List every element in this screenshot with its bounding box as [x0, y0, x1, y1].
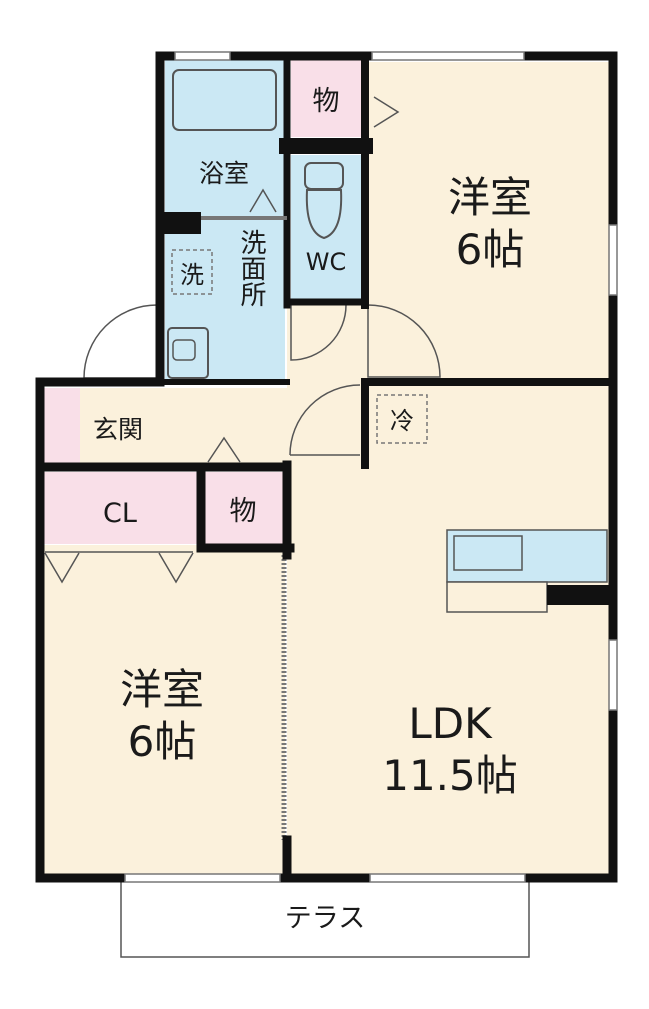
bathtub: [172, 69, 277, 131]
storage-top-door-mark: [373, 96, 400, 128]
front-door-swing: [83, 304, 158, 379]
toilet-icon: [304, 162, 344, 240]
western-top-door-swing: [367, 304, 441, 378]
western-top-size: 6帖: [456, 225, 525, 274]
western-top-name: 洋室: [448, 173, 532, 222]
storage-mid: [205, 472, 283, 544]
washroom: [165, 218, 285, 381]
storage-mid-label: 物: [230, 496, 257, 527]
western-room-top: [368, 62, 613, 382]
washroom-label: 洗面所: [236, 229, 266, 307]
storage-top-label: 物: [313, 86, 340, 117]
closet: [40, 472, 198, 544]
western-left-name: 洋室: [120, 665, 204, 714]
ldk-size: 11.5帖: [382, 751, 518, 800]
wall-block: [161, 212, 201, 234]
wc-room: [291, 155, 362, 302]
kitchen-counter: [446, 529, 608, 583]
storage-top: [291, 60, 362, 137]
walls: [35, 51, 618, 883]
ldk-door-swing: [289, 384, 361, 456]
kitchen-wall-stub: [547, 585, 613, 605]
bath-vent-mark: [249, 188, 277, 213]
shoe-cabinet: [40, 388, 80, 463]
ldk-name: LDK: [408, 699, 493, 748]
closet-door-marks: [44, 552, 194, 584]
terrace-label: テラス: [285, 903, 365, 934]
wash-basin: [167, 327, 209, 379]
entrance-floor: [80, 388, 160, 463]
fridge-space: [376, 394, 428, 444]
terrace-outline: [120, 880, 530, 958]
fridge-label: 冷: [390, 407, 414, 435]
windows: [124, 51, 618, 883]
wc-door-swing: [290, 304, 347, 361]
washer-label: 洗: [180, 261, 204, 289]
closet-label: CL: [103, 498, 137, 529]
kitchen-counter-base: [446, 581, 548, 613]
kitchen-sink: [453, 535, 523, 571]
western-room-left: [40, 545, 285, 878]
wc-label: WC: [306, 248, 347, 276]
western-left-size: 6帖: [128, 717, 197, 766]
bath-label: 浴室: [199, 159, 249, 188]
basin-bowl: [172, 339, 196, 361]
hallway: [287, 305, 368, 878]
entrance-label: 玄関: [93, 415, 143, 444]
storage-mid-door-mark: [207, 436, 241, 463]
ldk-room: [368, 382, 613, 878]
hall-entry: [160, 388, 287, 463]
